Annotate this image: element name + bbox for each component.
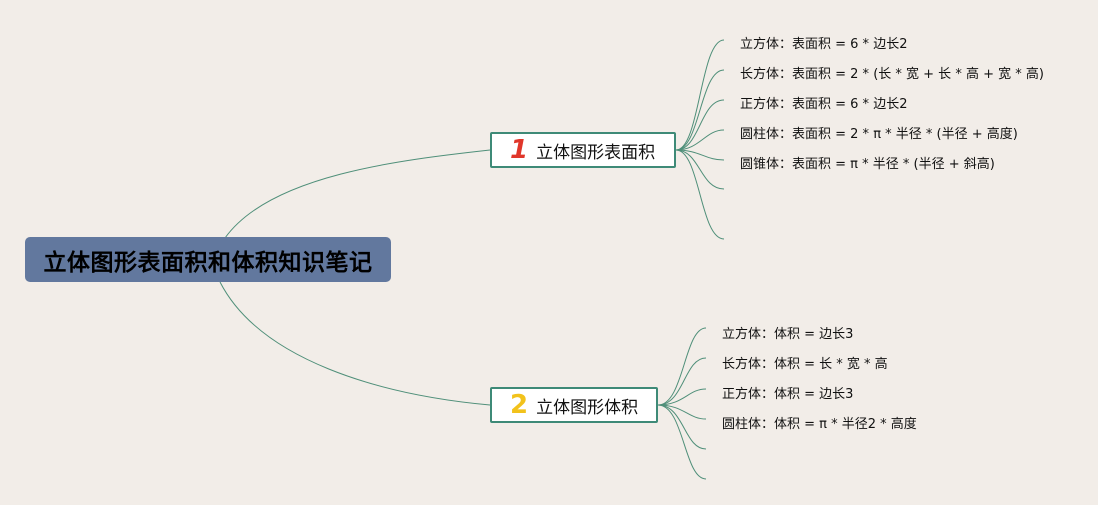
leaf-topic[interactable]: 立方体：表面积 = 6 * 边长2 bbox=[740, 37, 908, 52]
leaf-topic[interactable]: 立方体：体积 = 边长3 bbox=[722, 327, 854, 342]
branch-topic-surface-area[interactable]: 1 立体图形表面积 bbox=[490, 132, 676, 168]
leaf-topic[interactable]: 圆锥体：表面积 = π * 半径 * (半径 + 斜高) bbox=[740, 157, 995, 172]
connector-root-branch-1 bbox=[224, 149, 491, 239]
connector-fan-1 bbox=[675, 39, 725, 240]
leaf-topic[interactable]: 圆柱体：表面积 = 2 * π * 半径 * (半径 + 高度) bbox=[740, 127, 1018, 142]
root-topic-label: 立体图形表面积和体积知识笔记 bbox=[43, 249, 373, 276]
root-topic[interactable]: 立体图形表面积和体积知识笔记 bbox=[25, 237, 391, 282]
number-1-icon: 1 bbox=[510, 135, 529, 165]
leaf-topic[interactable]: 长方体：体积 = 长 * 宽 * 高 bbox=[722, 357, 888, 372]
connector-fan-2 bbox=[657, 327, 707, 480]
leaf-topic[interactable]: 圆柱体：体积 = π * 半径2 * 高度 bbox=[722, 417, 917, 432]
number-2-icon: 2 bbox=[510, 390, 529, 420]
leaf-topic[interactable]: 正方体：体积 = 边长3 bbox=[722, 387, 854, 402]
leaf-topic[interactable]: 长方体：表面积 = 2 * (长 * 宽 + 长 * 高 + 宽 * 高) bbox=[740, 67, 1044, 82]
branch-topic-volume[interactable]: 2 立体图形体积 bbox=[490, 387, 658, 423]
branch-topic-label: 立体图形表面积 bbox=[536, 142, 656, 163]
leaf-topic[interactable]: 正方体：表面积 = 6 * 边长2 bbox=[740, 97, 908, 112]
connector-root-branch-2 bbox=[219, 281, 491, 406]
branch-topic-label: 立体图形体积 bbox=[536, 397, 639, 418]
